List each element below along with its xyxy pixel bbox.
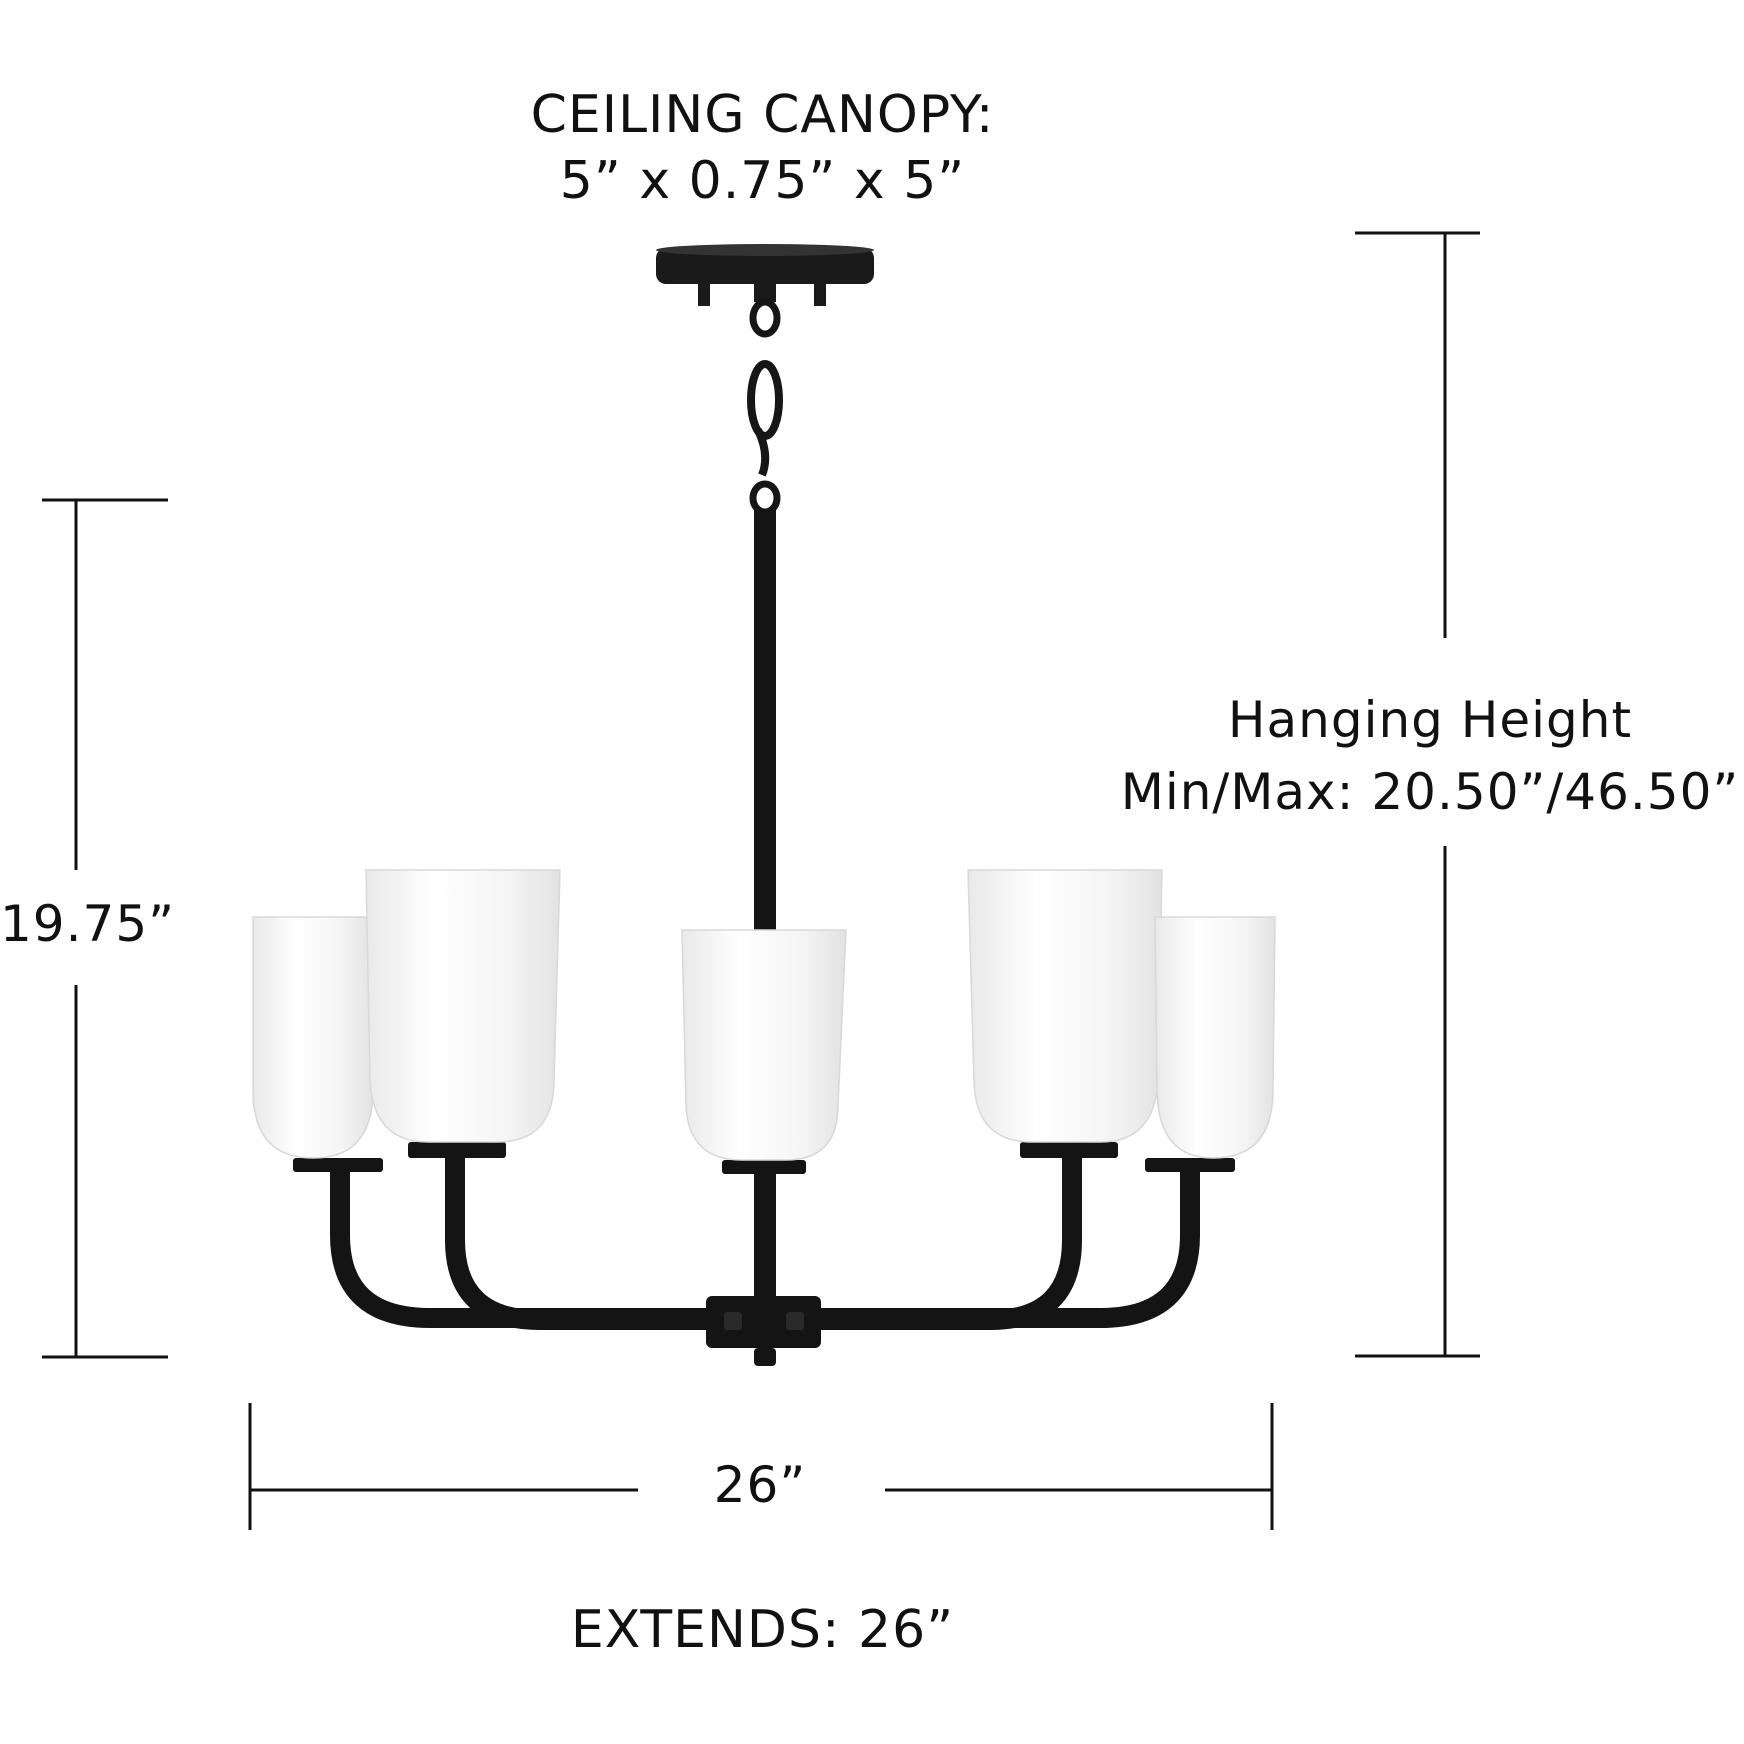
extends-label: EXTENDS: 26” <box>570 1600 955 1660</box>
center-hub <box>706 1296 821 1366</box>
hanging-dims: Min/Max: 20.50”/46.50” <box>1120 763 1740 821</box>
fixture-height-label: 19.75” <box>0 895 176 953</box>
canopy-dimension-label: CEILING CANOPY: 5” x 0.75” x 5” <box>0 82 1525 214</box>
canopy-title: CEILING CANOPY: <box>530 85 995 145</box>
ceiling-canopy <box>656 244 874 306</box>
hanging-height-dimension <box>1355 231 1480 1358</box>
fixture-width-dimension <box>248 1403 1274 1530</box>
glass-shade-right <box>967 869 1163 1143</box>
glass-shade-center <box>681 929 847 1161</box>
chain <box>747 298 783 516</box>
glass-shade-far-right <box>1154 916 1276 1159</box>
down-rod <box>754 510 776 1310</box>
glass-shades <box>252 869 1276 1161</box>
hanging-height-label: Hanging Height Min/Max: 20.50”/46.50” <box>1110 684 1744 828</box>
canopy-dims: 5” x 0.75” x 5” <box>559 151 966 211</box>
hanging-title: Hanging Height <box>1227 691 1633 749</box>
socket-cups <box>293 1142 1235 1174</box>
fixture-width-label: 26” <box>713 1456 807 1514</box>
glass-shade-far-left <box>252 916 374 1159</box>
glass-shade-left <box>365 869 561 1143</box>
chandelier-fixture <box>252 244 1276 1366</box>
arms <box>330 1158 1200 1330</box>
dimension-lines <box>42 231 1480 1530</box>
fixture-height-dimension <box>42 498 168 1359</box>
